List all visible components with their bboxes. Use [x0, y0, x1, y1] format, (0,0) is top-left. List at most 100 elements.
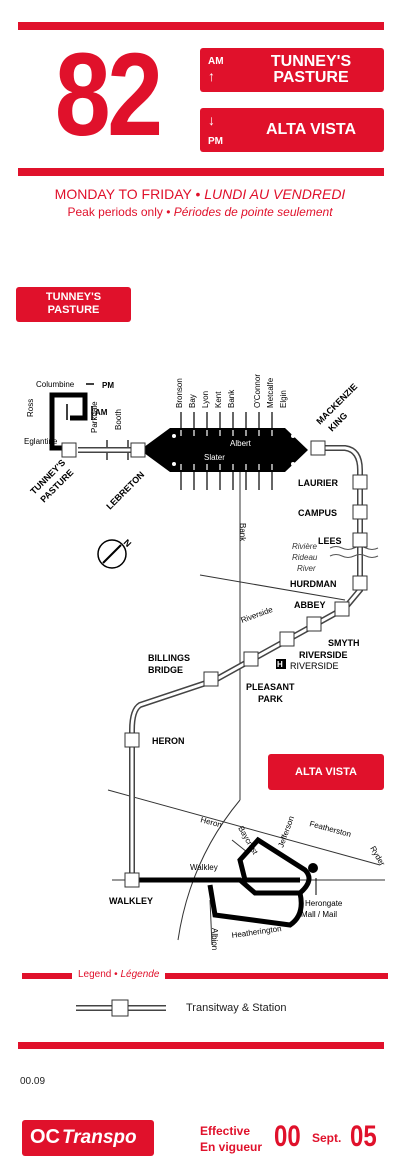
station-label-billings-2: BRIDGE — [148, 665, 183, 675]
label-eglantine: Eglantine — [24, 437, 58, 446]
rideau-river — [329, 546, 379, 558]
top-red-bar — [18, 22, 384, 30]
mall-label-2: Mall / Mail — [301, 910, 337, 919]
destination-alta-vista: ALTA VISTA — [265, 121, 357, 138]
label-kent: Kent — [214, 391, 223, 408]
river-line1: Rivière — [292, 542, 317, 551]
label-loop-pm: PM — [102, 381, 114, 390]
station-label-pleasant-2: PARK — [258, 694, 283, 704]
arrow-up-icon: ↑ — [208, 68, 215, 84]
footer-code: 00.09 — [20, 1076, 46, 1087]
effective-month: Sept. — [312, 1131, 342, 1145]
label-ryder: Ryder — [368, 845, 387, 868]
days-bullet: • — [195, 186, 201, 202]
tag-tunneys-pasture: TUNNEY'S PASTURE — [16, 287, 131, 322]
station-heron — [124, 732, 140, 748]
station-campus — [352, 504, 368, 520]
station-walkley — [124, 872, 140, 888]
oc-transpo-logo: OC Transpo — [22, 1120, 154, 1156]
legend-title-en: Legend — [78, 969, 112, 980]
station-lees — [352, 532, 368, 548]
station-tunneys — [61, 442, 77, 458]
logo-symbol: OC — [30, 1126, 60, 1148]
river-line2: Rideau — [292, 553, 318, 562]
station-lebreton — [130, 442, 146, 458]
peak-fr: Périodes de pointe seulement — [173, 205, 333, 219]
label-elgin: Elgin — [279, 390, 288, 408]
label-jefferson: Jefferson — [276, 815, 296, 849]
downtown-label-panel — [170, 436, 290, 464]
station-label-billings-1: BILLINGS — [148, 653, 190, 663]
label-albion: Albion — [210, 928, 219, 950]
peak-en: Peak periods only — [67, 205, 163, 219]
effective-year: 05 — [350, 1120, 377, 1153]
destination-tunneys-line1: TUNNEY'S — [270, 53, 352, 70]
label-oconnor: O'Connor — [253, 374, 262, 408]
station-riverside — [279, 631, 295, 647]
hospital-icon — [276, 659, 286, 669]
station-pleasant-park — [243, 651, 259, 667]
station-label-laurier: LAURIER — [298, 478, 338, 488]
tag-tunneys-line1: TUNNEY'S — [45, 291, 102, 303]
logo-name: Transpo — [62, 1127, 137, 1148]
direction-am-box: AM ↑ TUNNEY'S PASTURE — [200, 48, 384, 92]
label-columbine: Columbine — [36, 380, 75, 389]
station-label-abbey: ABBEY — [294, 600, 326, 610]
label-walkley: Walkley — [190, 863, 218, 872]
stations — [61, 440, 368, 888]
schedule-peak: Peak periods only • Périodes de pointe s… — [0, 205, 400, 219]
arrow-down-icon: ↓ — [208, 112, 215, 128]
river-line3: River — [297, 564, 316, 573]
footer-top-bar — [18, 1042, 384, 1049]
direction-pm-box: ↓ PM ALTA VISTA — [200, 108, 384, 152]
label-bay: Bay — [188, 394, 197, 408]
hospital-letter: H — [277, 660, 283, 669]
label-loop-am: AM — [95, 408, 108, 417]
label-lyon: Lyon — [201, 391, 210, 408]
days-fr: LUNDI AU VENDREDI — [204, 186, 346, 202]
label-ross: Ross — [26, 399, 35, 417]
legend-title-fr: Légende — [120, 969, 160, 980]
destination-tunneys: TUNNEY'S PASTURE — [244, 54, 378, 86]
hospital-name: RIVERSIDE — [290, 661, 339, 671]
effective-fr: En vigueur — [200, 1140, 263, 1154]
label-bronson: Bronson — [175, 378, 184, 408]
tunneys-loop — [49, 392, 88, 451]
label-parkdale: Parkdale — [90, 401, 99, 433]
label-bank-downtown: Bank — [227, 389, 236, 408]
station-label-lees: LEES — [318, 536, 342, 546]
am-label: AM — [208, 56, 224, 67]
station-abbey — [334, 601, 350, 617]
effective-label: Effective En vigueur — [200, 1123, 262, 1155]
legend-bullet: • — [114, 969, 118, 980]
herongate-mall-dot — [308, 863, 318, 873]
alta-vista-loop-lower — [207, 884, 304, 928]
station-label-campus: CAMPUS — [298, 508, 337, 518]
tag-tunneys-line2: PASTURE — [47, 304, 100, 316]
label-heron: Heron — [199, 815, 222, 829]
station-label-heron: HERON — [152, 736, 185, 746]
street-lines — [107, 470, 385, 946]
label-bank: Bank — [238, 523, 247, 542]
label-heatherington: Heatherington — [231, 924, 282, 940]
station-smyth — [306, 616, 322, 632]
effective-en: Effective — [200, 1124, 251, 1138]
legend-title: Legend • Légende — [78, 969, 159, 980]
legend-transitway-icon — [76, 999, 166, 1017]
label-riverside: Riverside — [240, 605, 275, 625]
peak-bullet: • — [166, 205, 171, 219]
pm-label: PM — [208, 136, 223, 147]
station-label-lebreton: LEBRETON — [104, 469, 146, 511]
legend-rule-right — [165, 973, 388, 979]
header-bottom-bar — [18, 168, 384, 176]
river-label: Rivière Rideau River — [292, 542, 318, 573]
tag-alta-vista: ALTA VISTA — [268, 754, 384, 790]
north-arrow-icon — [97, 539, 127, 569]
station-label-hurdman: HURDMAN — [290, 579, 337, 589]
station-hurdman — [352, 575, 368, 591]
legend-transitway-label: Transitway & Station — [186, 1002, 287, 1014]
station-billings-bridge — [203, 671, 219, 687]
mall-label-1: Herongate — [305, 899, 343, 908]
station-laurier — [352, 474, 368, 490]
station-mackenzie — [310, 440, 326, 456]
